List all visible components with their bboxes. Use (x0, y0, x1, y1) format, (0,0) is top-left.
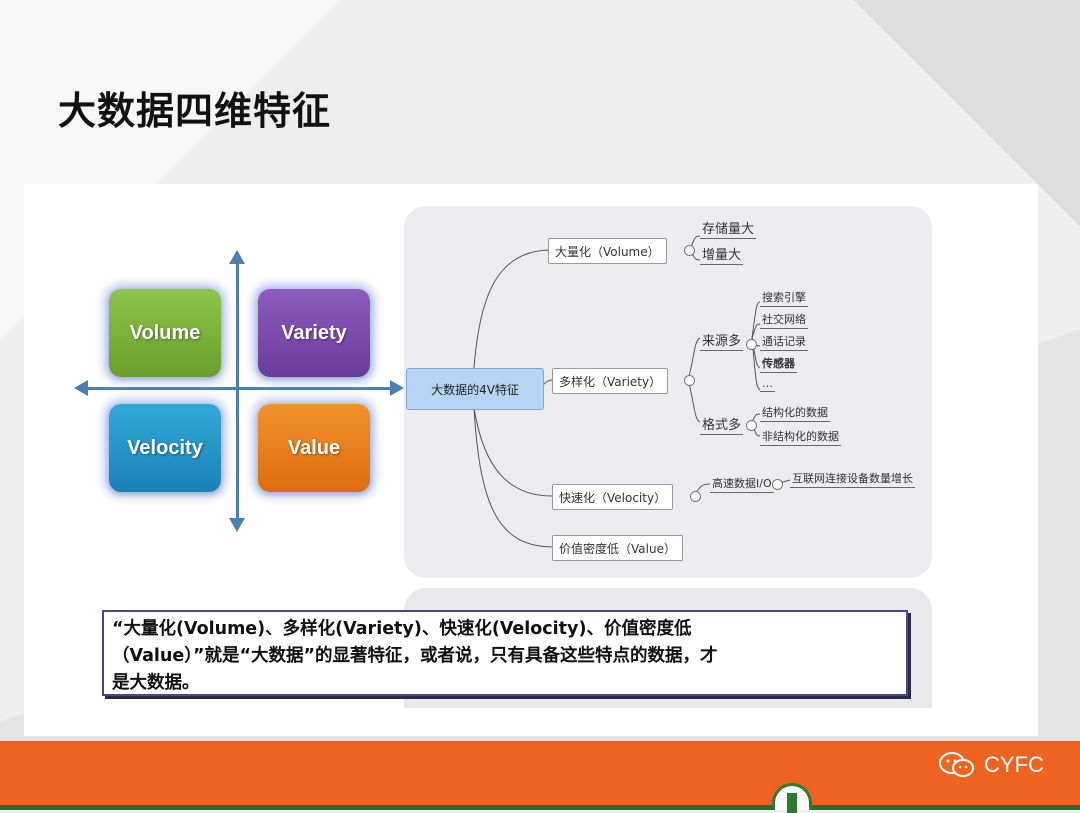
collapse-io-icon (772, 479, 783, 490)
variety-box: Variety (258, 289, 370, 377)
velocity-device-growth: 互联网连接设备数量增长 (790, 470, 915, 488)
source-social-network: 社交网络 (760, 311, 808, 329)
arrow-up-icon (229, 250, 245, 264)
velocity-high-speed-io: 高速数据I/O (710, 475, 774, 493)
footer-bar (0, 741, 1080, 807)
branch-variety: 多样化（Variety） (552, 368, 669, 394)
value-box: Value (258, 404, 370, 492)
watermark-text: CYFC (984, 752, 1044, 777)
branch-velocity: 快速化（Velocity） (552, 484, 674, 510)
quote-line-3: 是大数据。 (112, 673, 200, 693)
source-call-records: 通话记录 (760, 333, 808, 351)
arrow-down-icon (229, 518, 245, 532)
quote-line-2: （Value）”就是“大数据”的显著特征，或者说，只有具备这些特点的数据，才 (112, 646, 718, 666)
collapse-sources-icon (746, 339, 757, 350)
quote-box: “大量化(Volume)、多样化(Variety)、快速化(Velocity)、… (102, 610, 908, 696)
horizontal-axis (78, 387, 400, 390)
mindmap-center-node: 大数据的4V特征 (406, 368, 544, 410)
arrow-left-icon (74, 380, 88, 396)
leaf-storage-large: 存储量大 (700, 218, 757, 239)
branch-volume: 大量化（Volume） (548, 238, 667, 264)
collapse-variety-icon (684, 375, 695, 386)
format-unstructured: 非结构化的数据 (760, 428, 841, 446)
wechat-icon (939, 752, 974, 777)
volume-box: Volume (109, 289, 221, 377)
source-search-engine: 搜索引擎 (760, 289, 808, 307)
logo-icon (772, 783, 812, 813)
variety-sources: 来源多 (700, 330, 744, 351)
branch-value: 价值密度低（Value） (552, 535, 683, 561)
footer-strip (0, 805, 1080, 810)
source-sensor: 传感器 (760, 355, 797, 373)
velocity-box: Velocity (109, 404, 221, 492)
variety-formats: 格式多 (700, 414, 744, 435)
collapse-velocity-icon (690, 491, 701, 502)
collapse-volume-icon (684, 245, 695, 256)
slide-title: 大数据四维特征 (58, 89, 332, 133)
leaf-increment-large: 增量大 (700, 244, 744, 265)
collapse-formats-icon (746, 420, 757, 431)
arrow-right-icon (390, 380, 404, 396)
source-more: … (760, 377, 775, 392)
quote-line-1: “大量化(Volume)、多样化(Variety)、快速化(Velocity)、… (112, 619, 692, 639)
format-structured: 结构化的数据 (760, 404, 830, 422)
vertical-axis (236, 256, 239, 528)
